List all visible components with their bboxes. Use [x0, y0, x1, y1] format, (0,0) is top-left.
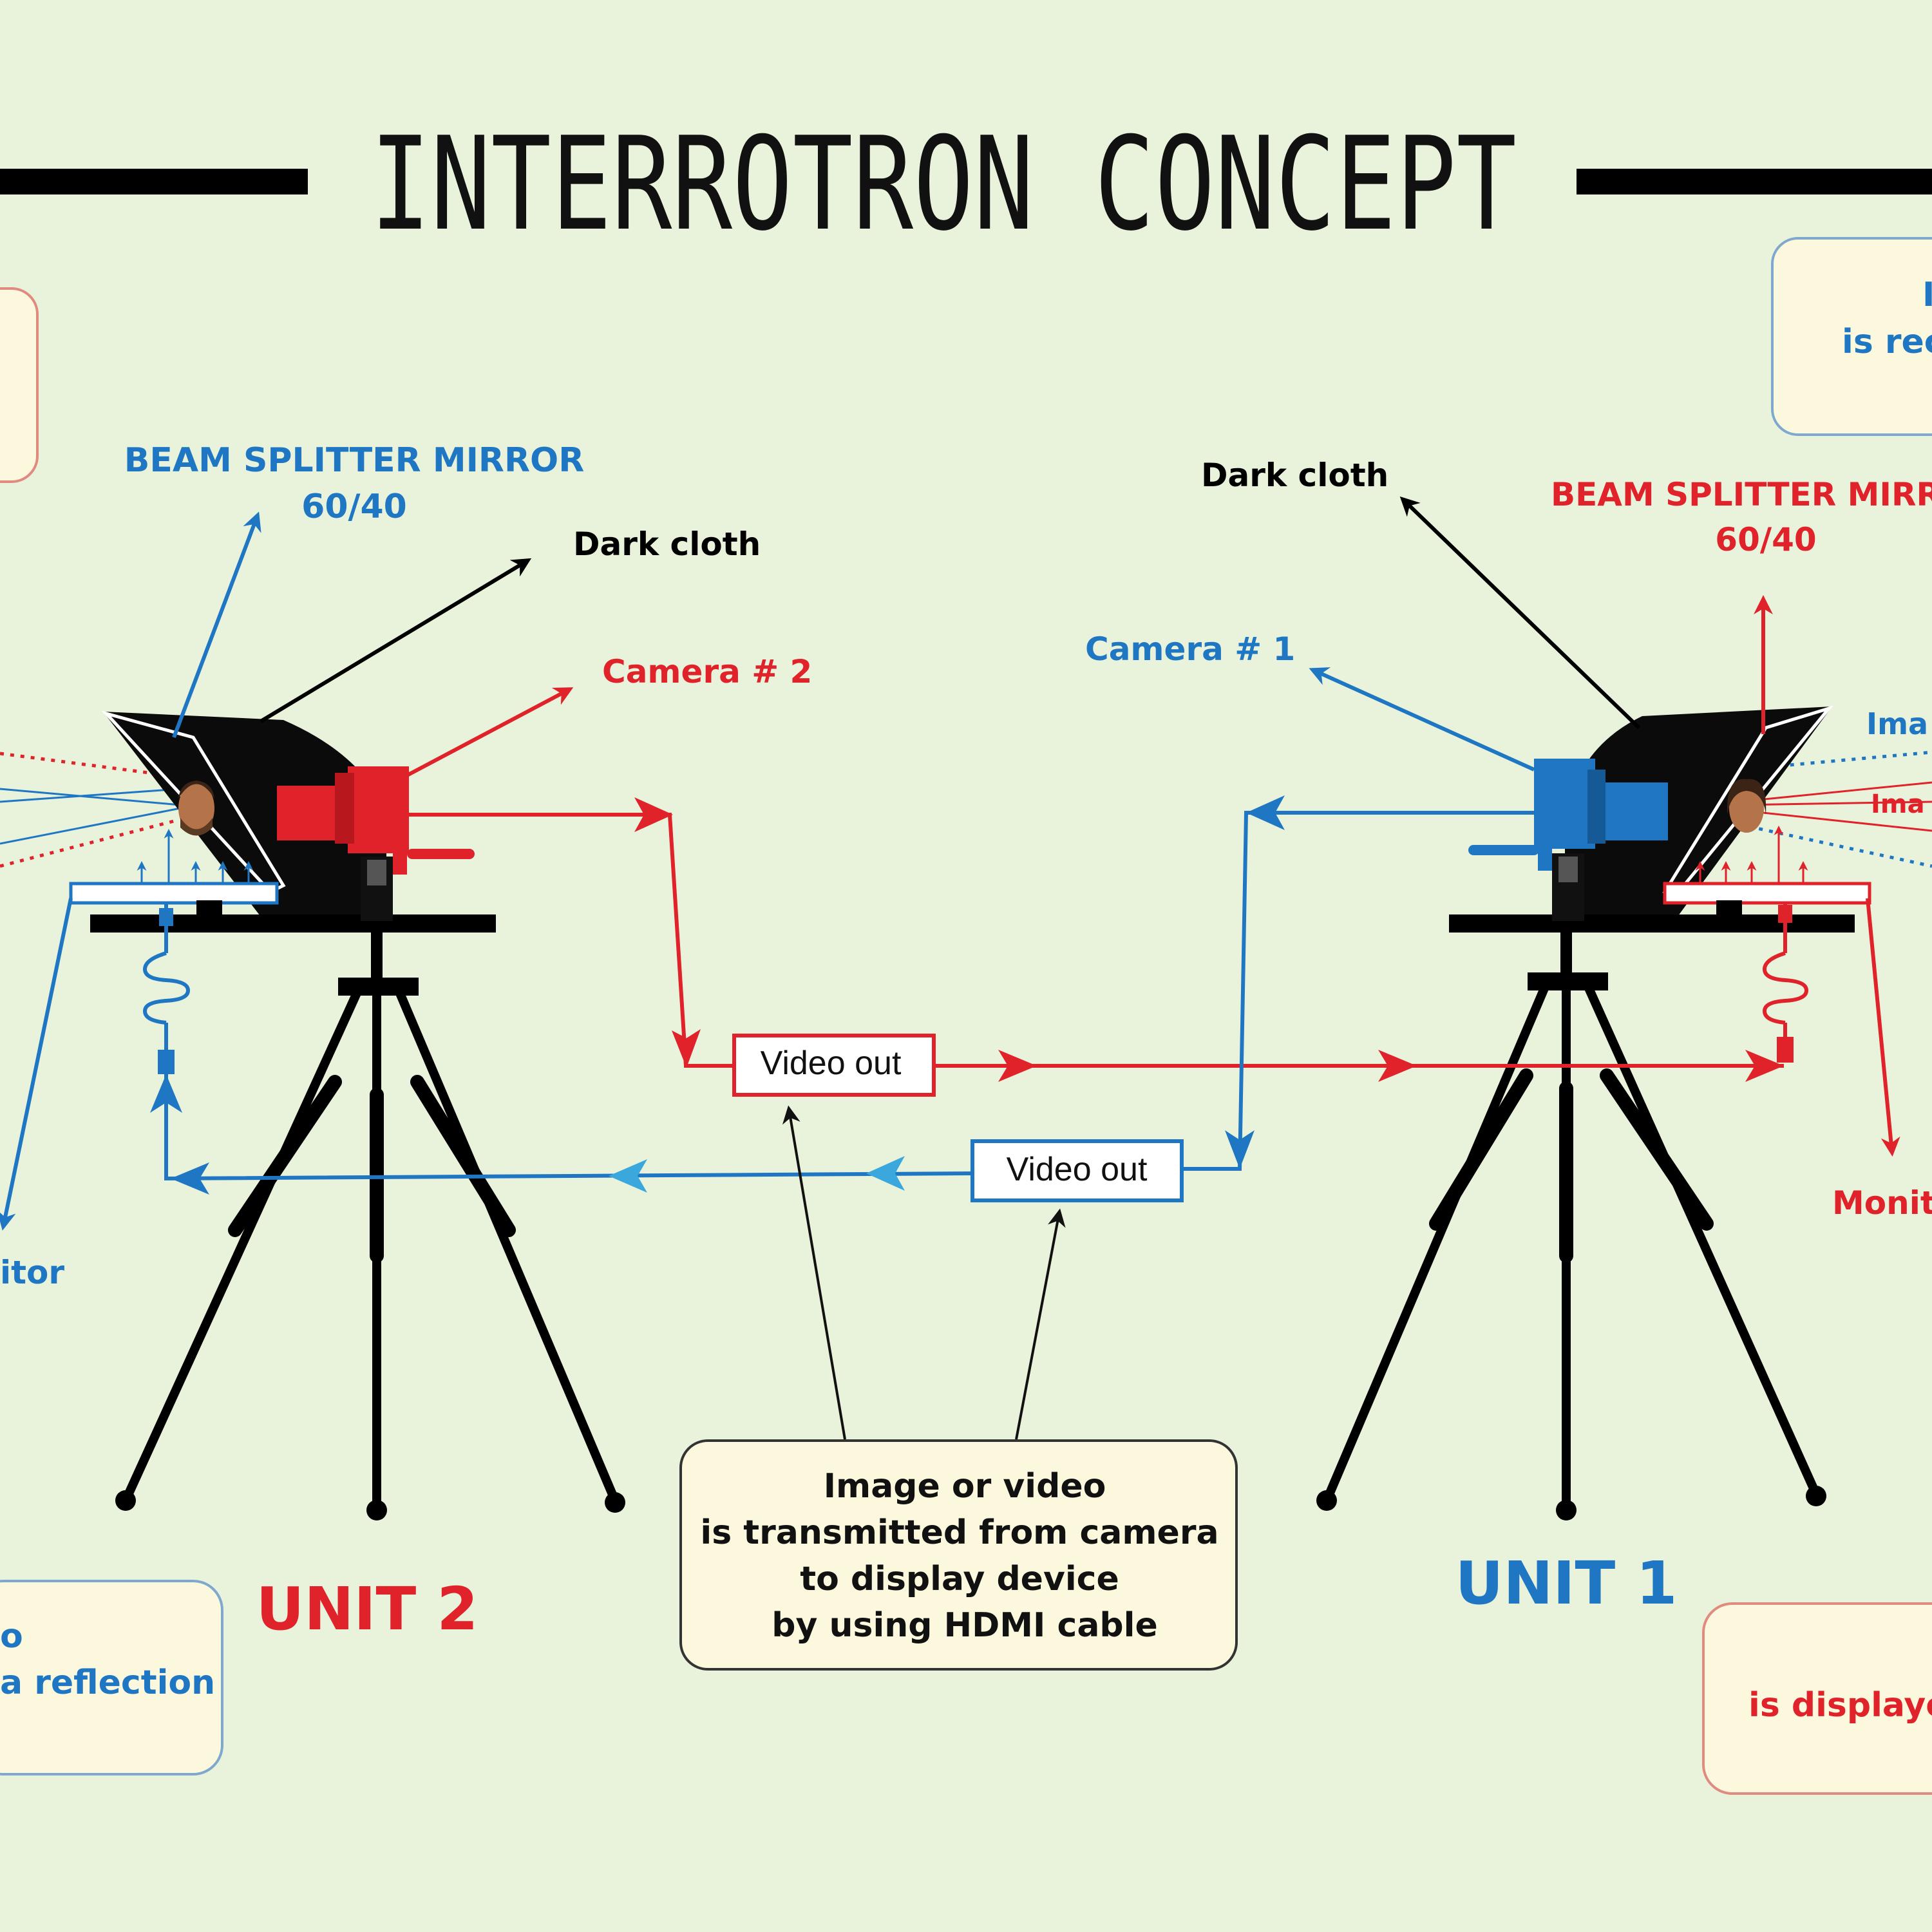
unit1-camera-icon — [1468, 759, 1668, 921]
unit1-dark-cloth — [1565, 706, 1832, 921]
unit1-monitor-arrow — [1866, 898, 1900, 1157]
unit1-monitor-cable — [1762, 903, 1809, 1063]
unit2-note-line1: o — [0, 1617, 23, 1656]
transmission-note-line2: is transmitted from camera — [700, 1513, 1218, 1552]
unit1-image-label-1: Ima — [1866, 706, 1928, 741]
unit1-top-note-box — [1771, 237, 1932, 436]
transmission-note-box — [679, 1439, 1238, 1671]
blue-signal-arrowheads — [150, 795, 1285, 1195]
unit2-beam-splitter-arrow — [172, 511, 261, 739]
unit1-monitor-up-arrows — [1695, 826, 1808, 882]
title-bar-left — [0, 169, 308, 194]
transmission-note-line1: Image or video — [824, 1467, 1106, 1506]
unit2-subject-face-icon — [178, 781, 214, 836]
unit2-top-note-box — [0, 287, 39, 483]
unit2-monitor — [69, 882, 279, 905]
unit2-note-line2: a reflection — [0, 1663, 215, 1702]
video-out-red-box: Video out — [732, 1034, 936, 1097]
unit2-beam-ratio-label: 60/40 — [301, 488, 407, 526]
unit1-image-label-2: Ima — [1871, 790, 1925, 819]
unit2-bottom-note-box — [0, 1580, 223, 1776]
unit1-subject-face-icon — [1727, 779, 1766, 833]
unit2-base-plate — [90, 914, 496, 933]
unit2-dark-cloth — [103, 712, 386, 921]
video-out-red-label: Video out — [761, 1045, 902, 1082]
unit2-beam-splitter-label: BEAM SPLITTER MIRROR — [124, 441, 585, 480]
unit1-top-note-line2: is rec — [1842, 323, 1932, 361]
unit2-camera-icon — [277, 766, 475, 921]
unit1-monitor — [1663, 882, 1871, 905]
note-to-red-video-out-arrow — [782, 1105, 846, 1440]
unit2-dark-cloth-arrow — [260, 558, 532, 723]
unit1-beam-splitter-label: BEAM SPLITTER MIRR — [1551, 476, 1932, 513]
unit2-tripod — [115, 927, 625, 1520]
unit1-camera-arrow — [1309, 667, 1535, 772]
unit2-monitor-up-arrows — [137, 829, 254, 882]
unit1-top-note-line1: I — [1922, 276, 1932, 314]
unit2-monitor-label: itor — [0, 1254, 64, 1291]
page-title: INTERROTRON CONCEPT — [370, 109, 1517, 260]
unit2-beam-splitter-glass — [101, 710, 286, 895]
unit1-base-plate — [1449, 914, 1855, 933]
blue-signal-path — [164, 811, 1534, 1181]
unit1-bottom-note-box — [1702, 1602, 1932, 1795]
unit1-base-block — [1716, 900, 1742, 916]
unit1-beam-ratio-label: 60/40 — [1715, 521, 1816, 558]
red-signal-arrowheads — [634, 797, 1784, 1082]
unit1-tripod — [1316, 927, 1826, 1520]
unit2-light-lines — [0, 752, 181, 868]
unit2-camera-label: Camera # 2 — [602, 653, 812, 690]
unit1-name: UNIT 1 — [1455, 1549, 1678, 1618]
unit1-camera-label: Camera # 1 — [1085, 630, 1295, 668]
red-signal-path — [409, 813, 1784, 1068]
unit1-bottom-note: is displaye — [1748, 1686, 1932, 1725]
unit2-dark-cloth-label: Dark cloth — [573, 526, 761, 563]
unit1-monitor-label: Monito — [1832, 1184, 1932, 1222]
unit2-camera-arrow — [404, 687, 574, 778]
video-out-blue-box: Video out — [971, 1139, 1184, 1202]
unit2-base-block — [196, 900, 222, 916]
title-bar-right — [1577, 169, 1932, 194]
unit2-monitor-arrow — [0, 898, 73, 1231]
video-out-blue-label: Video out — [1007, 1151, 1148, 1188]
unit1-dark-cloth-label: Dark cloth — [1201, 457, 1388, 494]
unit2-monitor-cable — [142, 903, 191, 1074]
transmission-note-line3: to display device — [800, 1560, 1119, 1598]
unit2-name: UNIT 2 — [256, 1575, 478, 1643]
transmission-note-line4: by using HDMI cable — [772, 1606, 1157, 1645]
note-to-blue-video-out-arrow — [1015, 1208, 1066, 1440]
unit1-dark-cloth-arrow — [1399, 496, 1641, 730]
